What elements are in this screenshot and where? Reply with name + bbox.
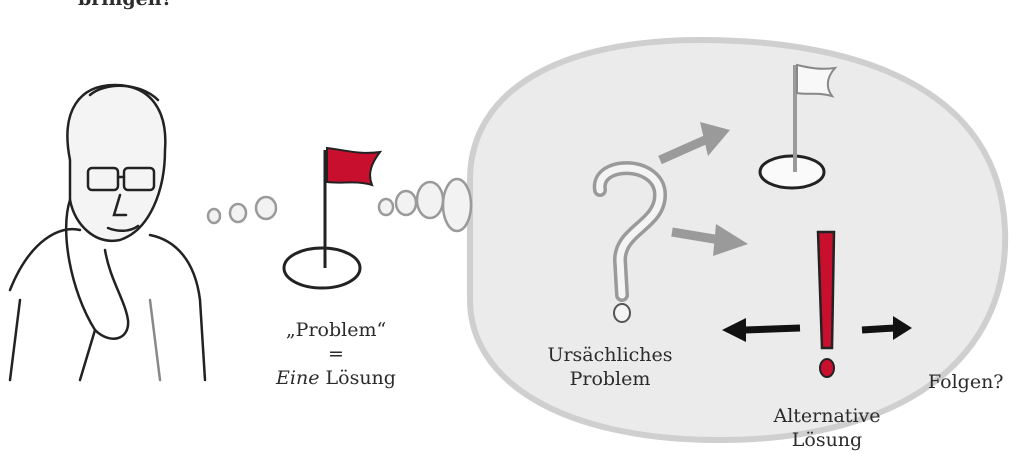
problem-label: „Problem“ = Eine Lösung xyxy=(276,318,396,390)
exclamation-mark-icon xyxy=(816,230,836,378)
cause-problem-label: Ursächliches Problem xyxy=(535,343,685,391)
gray-arrow-to-goal xyxy=(658,122,730,165)
problem-label-text: „Problem“ xyxy=(285,319,387,341)
black-arrow-left xyxy=(722,318,801,342)
heading-fragment: bringen? xyxy=(78,0,173,10)
gray-arrow-to-alternative xyxy=(671,224,748,256)
cause-label-line1: Ursächliches xyxy=(547,344,673,366)
one-solution-em: Eine xyxy=(276,367,320,389)
black-arrow-right xyxy=(861,316,912,340)
question-mark-icon xyxy=(592,161,668,323)
alternative-label-line2: Lösung xyxy=(791,429,863,451)
red-flag-icon xyxy=(282,146,383,290)
thought-dots-right xyxy=(377,177,473,233)
thinking-person xyxy=(8,83,207,382)
alternative-solution-label: Alternative Lösung xyxy=(752,404,902,452)
thought-dots-left xyxy=(206,195,278,225)
one-solution-label: Eine Lösung xyxy=(276,366,396,390)
cause-label-line2: Problem xyxy=(569,368,651,390)
consequences-label: Folgen? xyxy=(928,371,1004,393)
equals-sign: = xyxy=(328,343,344,365)
white-flag-icon xyxy=(758,63,838,190)
one-solution-rest: Lösung xyxy=(319,367,396,389)
alternative-label-line1: Alternative xyxy=(773,405,881,427)
